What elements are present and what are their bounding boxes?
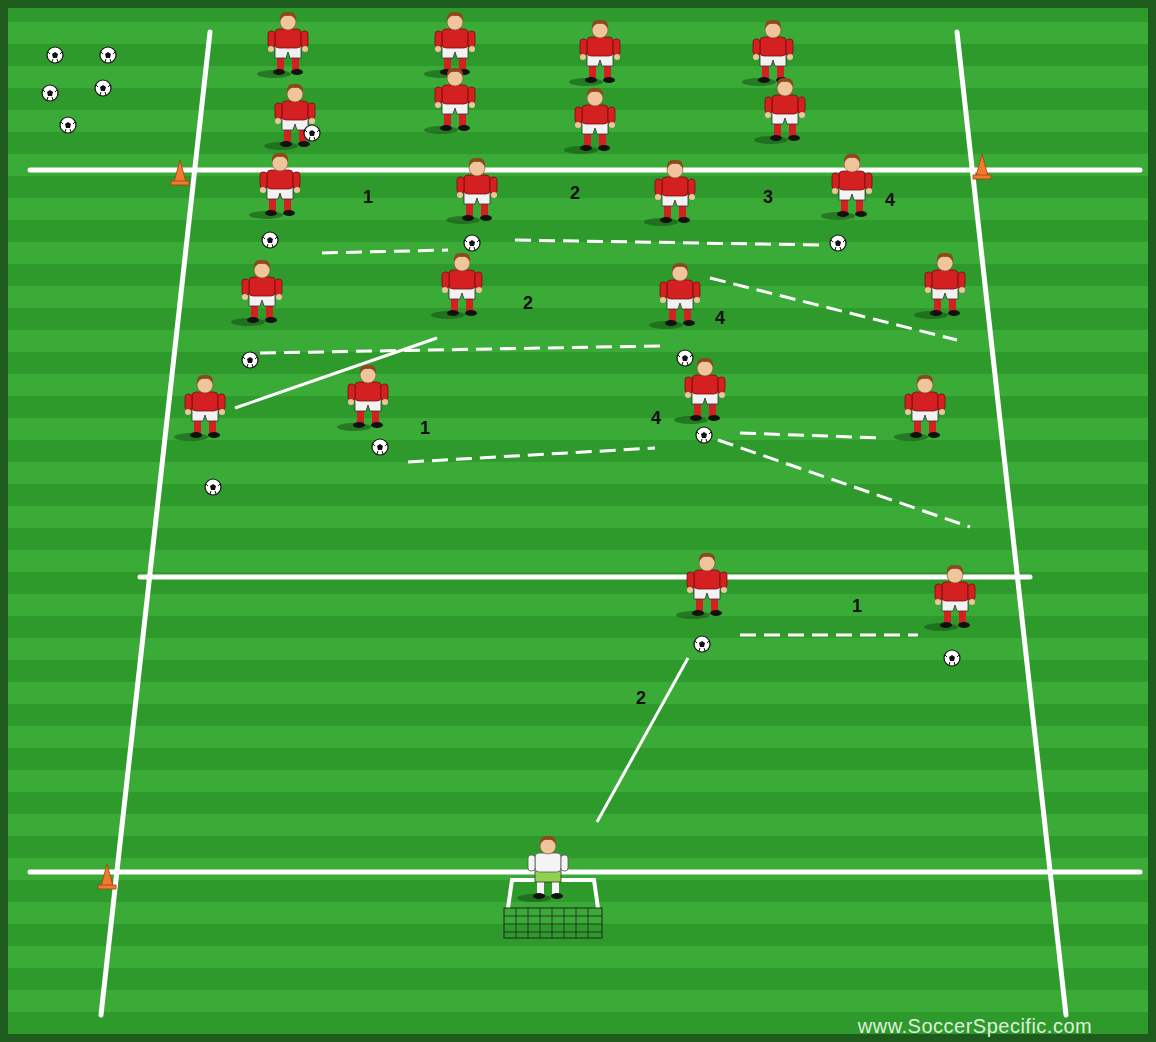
- callout-number: 4: [715, 308, 725, 329]
- callout-number: 2: [636, 688, 646, 709]
- callout-number: 2: [570, 183, 580, 204]
- callout-number: 1: [363, 187, 373, 208]
- callout-number: 1: [852, 596, 862, 617]
- callout-number: 4: [651, 408, 661, 429]
- callout-number: 2: [523, 293, 533, 314]
- callout-number: 1: [420, 418, 430, 439]
- callout-number: 4: [885, 190, 895, 211]
- watermark: www.SoccerSpecific.com: [858, 1015, 1092, 1038]
- callout-number: 3: [763, 187, 773, 208]
